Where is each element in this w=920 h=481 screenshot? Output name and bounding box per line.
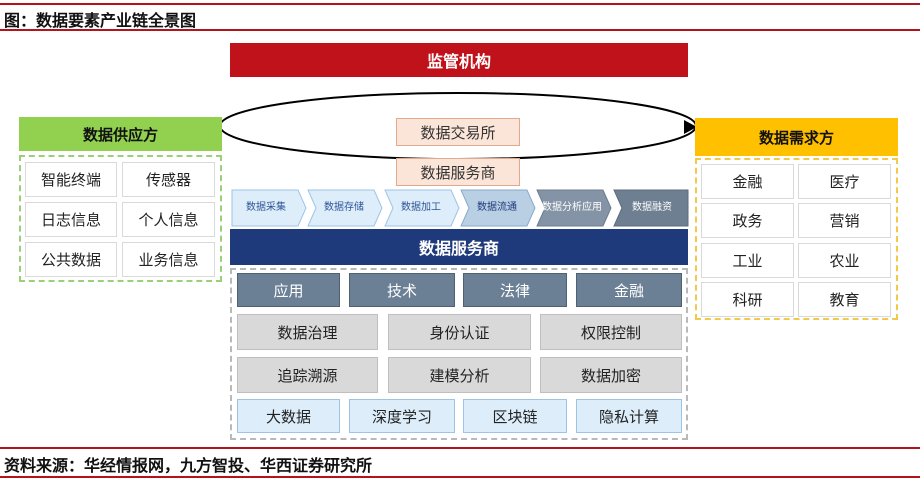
service-tech: 隐私计算: [576, 399, 682, 433]
source-rule: [0, 447, 920, 449]
supply-item: 业务信息: [122, 242, 215, 277]
service-category: 应用: [237, 273, 340, 307]
service-provider-group: [230, 268, 688, 440]
demand-item: 医疗: [798, 164, 891, 199]
service-item: 建模分析: [388, 357, 531, 393]
title-rule: [0, 29, 920, 31]
demand-item: 工业: [701, 243, 794, 278]
service-category: 法律: [463, 273, 567, 307]
service-item: 数据加密: [540, 357, 682, 393]
pipeline-step: 数据加工: [401, 202, 441, 213]
figure-title: 图：数据要素产业链全景图: [4, 11, 197, 30]
pipeline-step: 数据存储: [324, 202, 364, 213]
regulator-bar: 监管机构: [230, 43, 688, 77]
top-rule: [0, 3, 920, 5]
service-tech: 区块链: [463, 399, 567, 433]
demand-item: 营销: [798, 203, 891, 238]
demand-item: 教育: [798, 282, 891, 317]
supply-item: 公共数据: [25, 242, 117, 277]
source-note: 资料来源：华经情报网，九方智投、华西证券研究所: [4, 456, 373, 475]
service-box: 数据服务商: [396, 158, 520, 186]
service-provider-title: 数据服务商: [230, 229, 688, 265]
service-category: 金融: [576, 273, 682, 307]
service-tech: 大数据: [237, 399, 340, 433]
service-item: 身份认证: [388, 314, 531, 350]
pipeline-step: 数据采集: [246, 202, 286, 213]
service-category: 技术: [349, 273, 455, 307]
pipeline-step: 数据分析应用: [542, 202, 602, 213]
demand-item: 政务: [701, 203, 794, 238]
service-item: 权限控制: [540, 314, 682, 350]
supply-item: 传感器: [122, 162, 215, 197]
supply-item: 日志信息: [25, 202, 117, 237]
bottom-rule: [0, 476, 920, 478]
service-item: 数据治理: [237, 314, 378, 350]
demand-title: 数据需求方: [695, 118, 898, 156]
demand-item: 科研: [701, 282, 794, 317]
service-item: 追踪溯源: [237, 357, 378, 393]
demand-item: 农业: [798, 243, 891, 278]
demand-group: [695, 158, 898, 320]
exchange-box: 数据交易所: [396, 118, 520, 146]
supply-title: 数据供应方: [19, 117, 222, 151]
supply-group: [19, 155, 222, 282]
supply-item: 个人信息: [122, 202, 215, 237]
service-tech: 深度学习: [349, 399, 455, 433]
supply-item: 智能终端: [25, 162, 117, 197]
pipeline-step: 数据流通: [477, 202, 517, 213]
demand-item: 金融: [701, 164, 794, 199]
pipeline-step: 数据融资: [632, 202, 672, 213]
